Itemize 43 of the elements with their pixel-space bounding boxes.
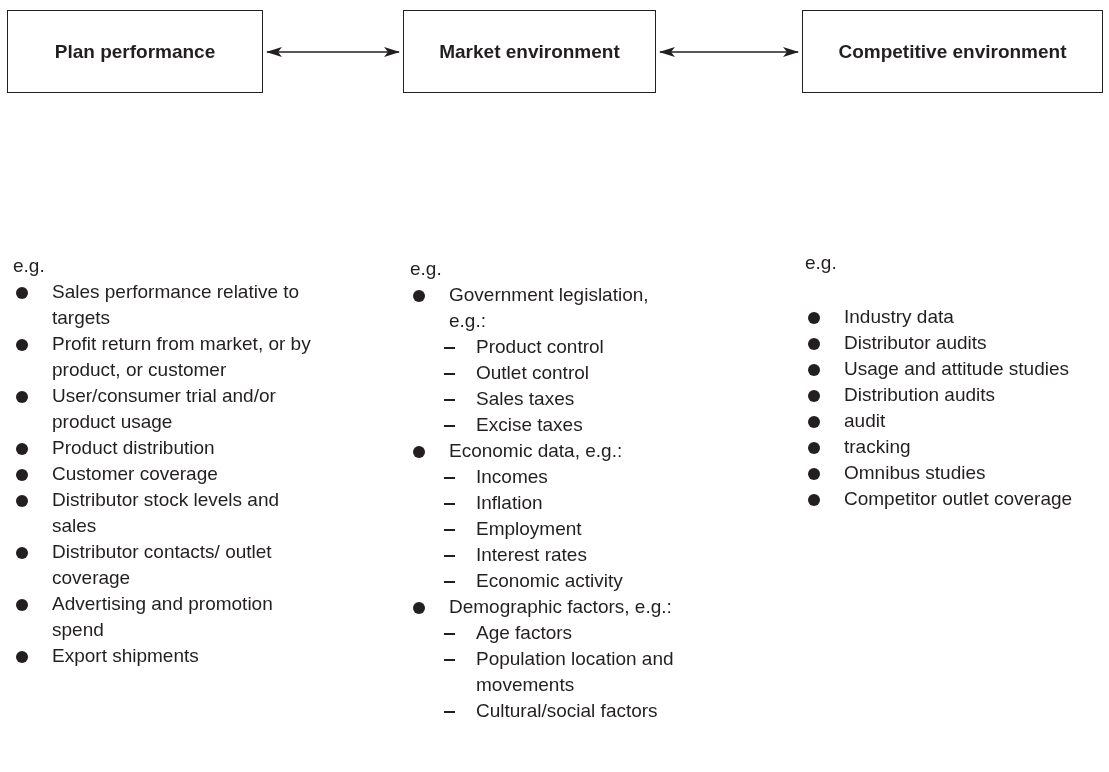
list-item: Sales performance relative to targets [52, 281, 300, 328]
list-item: Profit return from market, or by product, or customer [52, 333, 311, 380]
process-box [802, 10, 1103, 93]
list-item: Inflation [476, 492, 543, 513]
list-item: Cultural/social factors [476, 700, 658, 721]
process-box [7, 10, 263, 93]
example-label: e.g. [805, 252, 837, 273]
list-item: Incomes [476, 466, 548, 487]
double-arrow [659, 47, 799, 57]
double-arrow [266, 47, 400, 57]
list-item: Sales taxes [476, 388, 575, 409]
list-item: Product control [476, 336, 604, 357]
list-item: Advertising and promotion spend [52, 593, 273, 640]
list-item: Competitor outlet coverage [844, 488, 1073, 509]
list-item: Product distribution [52, 437, 215, 458]
list-item: Employment [476, 518, 582, 539]
list-item: Industry data [844, 306, 954, 327]
list-item: User/consumer trial and/or product usage [52, 385, 276, 432]
list-item: Excise taxes [476, 414, 583, 435]
list-item: Demographic factors, e.g.: [449, 596, 672, 617]
list-item: Economic activity [476, 570, 623, 591]
list-item: Export shipments [52, 645, 199, 666]
list-item: Outlet control [476, 362, 589, 383]
list-item: tracking [844, 436, 911, 457]
box-title: Competitive environment [838, 39, 1067, 64]
list-item: Government legislation, e.g.: [449, 284, 649, 331]
list-item: Interest rates [476, 544, 587, 565]
list-item: Distributor stock levels and sales [52, 489, 280, 536]
list-item: Distribution audits [844, 384, 996, 405]
list-item: Customer coverage [52, 463, 218, 484]
list-item: Distributor audits [844, 332, 987, 353]
list-item: Population location and movements [476, 648, 674, 695]
process-box [403, 10, 656, 93]
box-title: Plan performance [54, 39, 216, 64]
example-label: e.g. [13, 255, 45, 276]
list-item: Economic data, e.g.: [449, 440, 623, 461]
box-title: Market environment [439, 39, 620, 64]
list-item: Age factors [476, 622, 573, 643]
list-item: Omnibus studies [844, 462, 986, 483]
example-label: e.g. [410, 258, 442, 279]
list-item: Usage and attitude studies [844, 358, 1069, 379]
list-item: Distributor contacts/ outlet coverage [52, 541, 272, 588]
list-item: audit [844, 410, 886, 431]
